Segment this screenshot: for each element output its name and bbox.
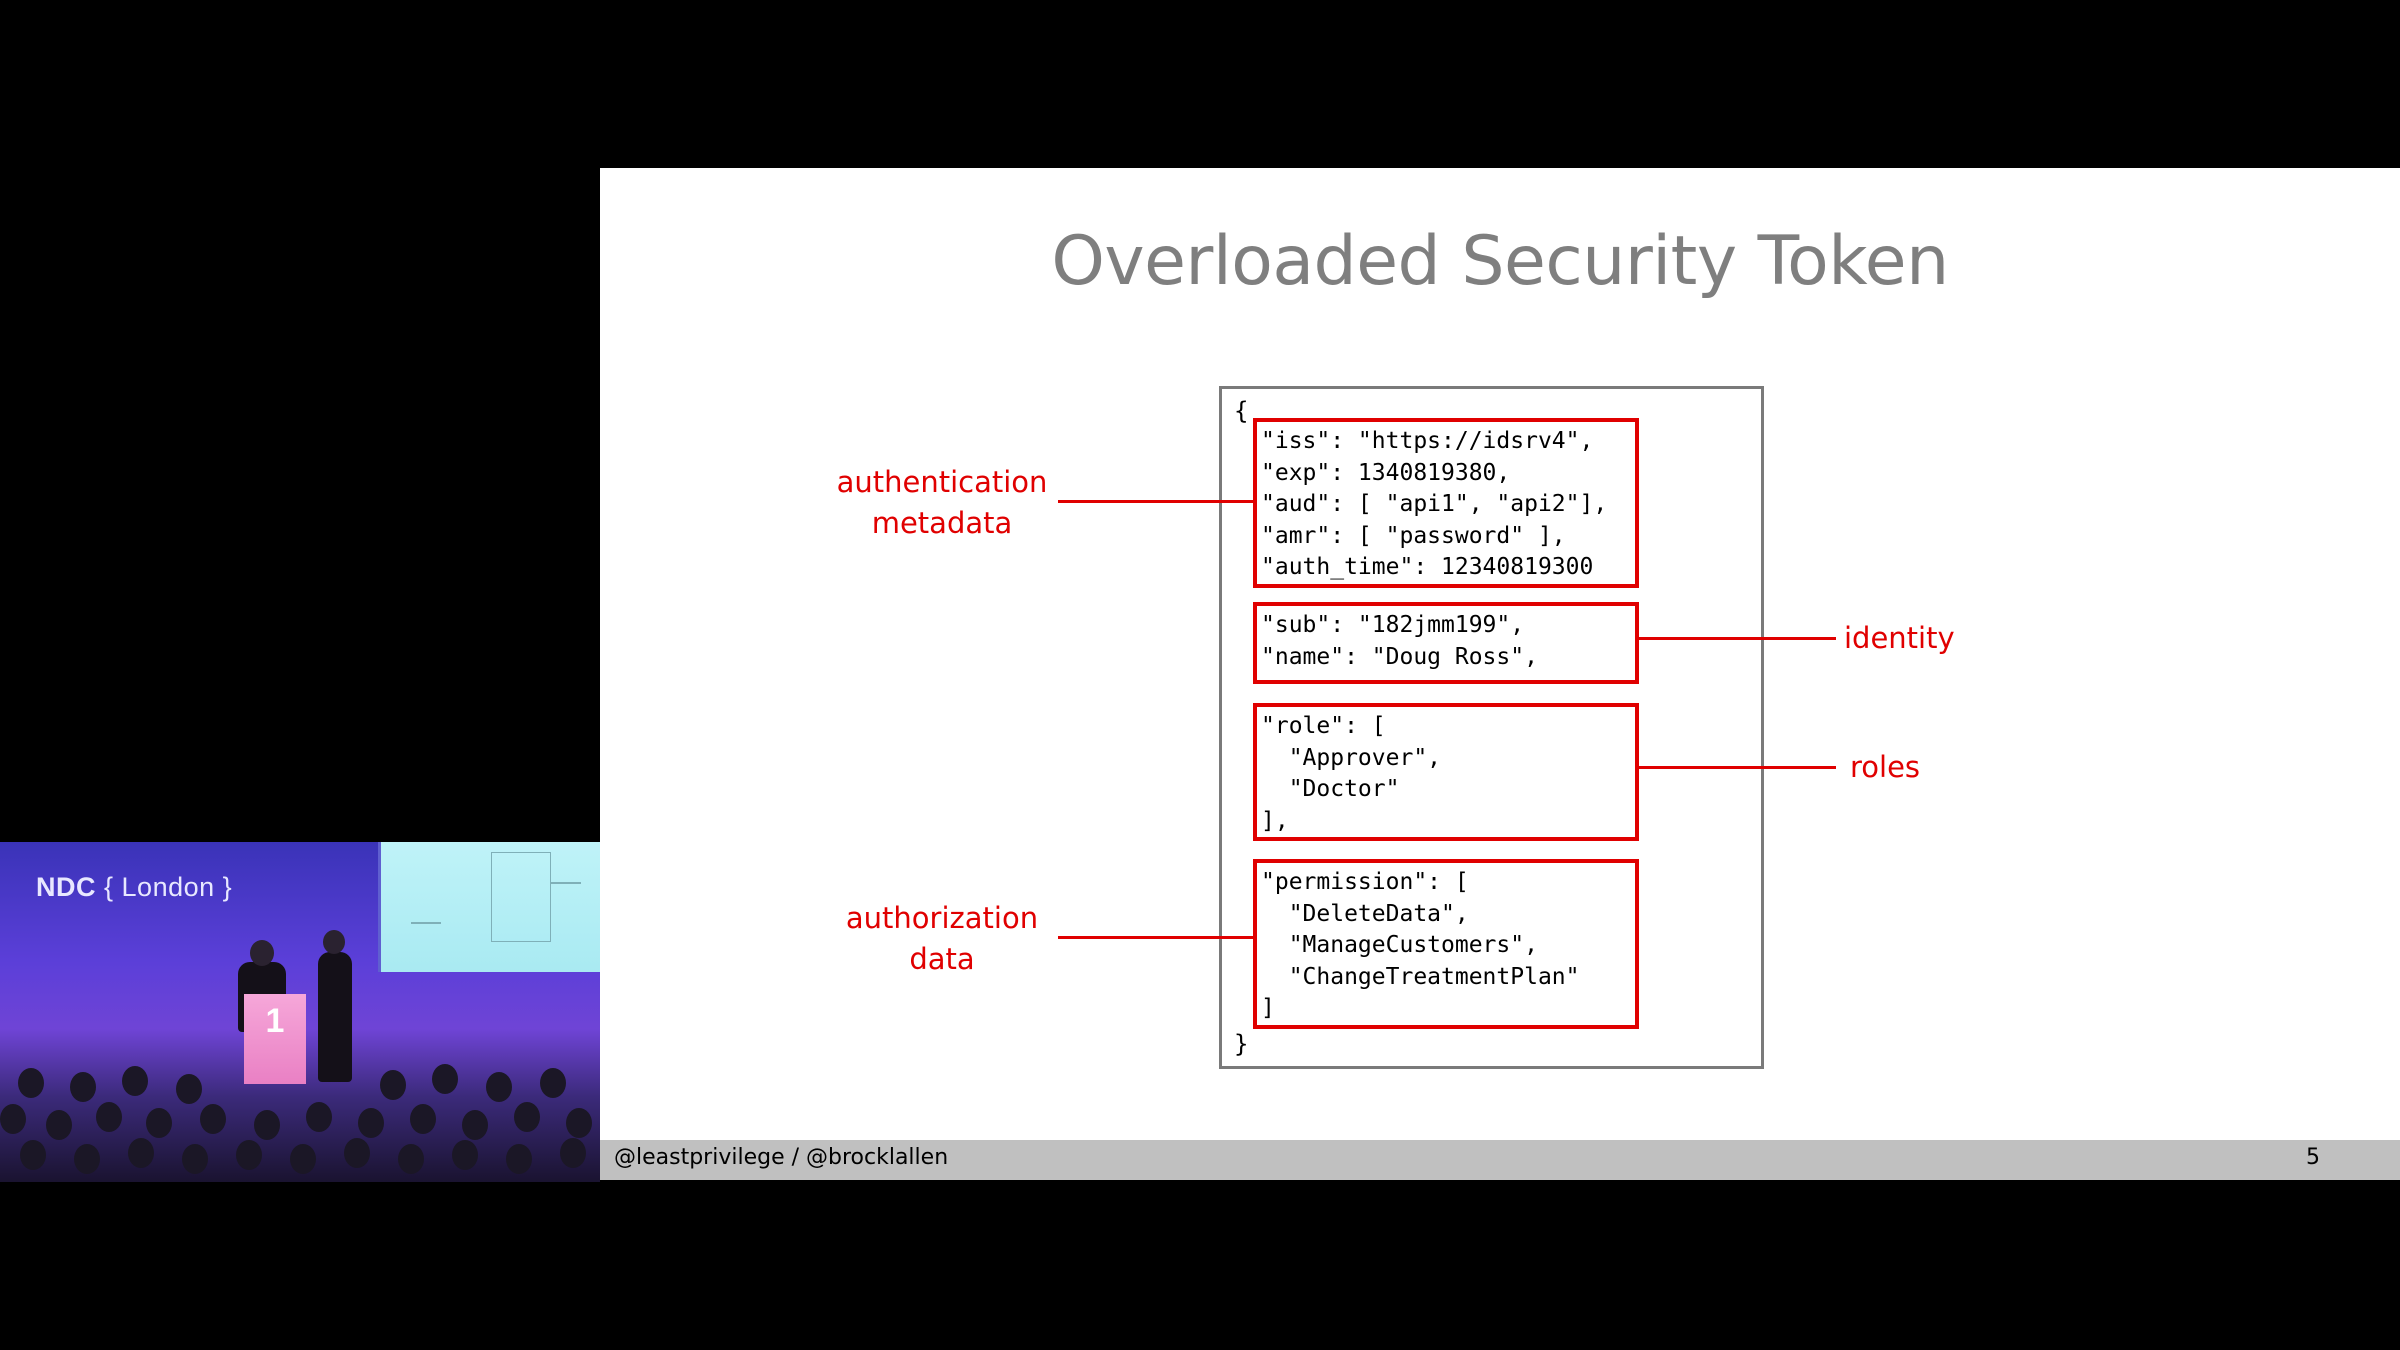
annotation-line: authentication bbox=[836, 465, 1048, 499]
authorization-group: "permission": [ "DeleteData", "ManageCus… bbox=[1253, 859, 1639, 1029]
code-line: "ChangeTreatmentPlan" bbox=[1261, 963, 1580, 990]
annotation-line: data bbox=[909, 942, 975, 976]
audience-head bbox=[290, 1144, 316, 1174]
audience-head bbox=[514, 1102, 540, 1132]
speaker-camera-inset: NDC { London } 1 bbox=[0, 842, 600, 1182]
audience-head bbox=[20, 1140, 46, 1170]
close-brace: } bbox=[1234, 1030, 1249, 1058]
roles-group: "role": [ "Approver", "Doctor" ], bbox=[1253, 703, 1639, 841]
connector-authentication-metadata bbox=[1058, 500, 1255, 503]
podium-number: 1 bbox=[265, 1002, 285, 1040]
code-line: "permission": [ bbox=[1261, 869, 1469, 895]
audience-head bbox=[560, 1138, 586, 1168]
annotation-authentication-metadata: authentication metadata bbox=[810, 462, 1074, 544]
code-line: "Approver", bbox=[1261, 744, 1442, 771]
code-line: "exp": 1340819380, bbox=[1261, 459, 1511, 486]
audience-head bbox=[398, 1144, 424, 1174]
code-line: ] bbox=[1261, 995, 1275, 1021]
connector-identity bbox=[1639, 637, 1836, 640]
audience-head bbox=[128, 1138, 154, 1168]
audience-head bbox=[182, 1144, 208, 1174]
mini-slide-line bbox=[411, 922, 441, 924]
audience-head bbox=[358, 1108, 384, 1138]
code-line: ], bbox=[1261, 807, 1289, 834]
annotation-authorization-data: authorization data bbox=[810, 898, 1074, 980]
stage-projection-screen bbox=[378, 842, 600, 972]
audience-head bbox=[46, 1110, 72, 1140]
annotation-line: metadata bbox=[871, 506, 1013, 540]
code-line: "amr": [ "password" ], bbox=[1261, 522, 1566, 549]
speaker-head bbox=[323, 930, 345, 954]
page-number: 5 bbox=[2306, 1145, 2320, 1170]
speaker-figure bbox=[318, 952, 352, 1082]
code-line: "name": "Doug Ross", bbox=[1261, 643, 1538, 670]
annotation-roles: roles bbox=[1850, 750, 1921, 784]
slide-title: Overloaded Security Token bbox=[1051, 222, 1949, 301]
audience-head bbox=[254, 1110, 280, 1140]
audience-head bbox=[122, 1066, 148, 1096]
annotation-identity: identity bbox=[1844, 621, 1955, 655]
audience-head bbox=[306, 1102, 332, 1132]
audience-head bbox=[70, 1072, 96, 1102]
slide-footer: @leastprivilege / @brocklallen 5 bbox=[600, 1140, 2400, 1180]
audience-head bbox=[0, 1104, 26, 1134]
footer-handles: @leastprivilege / @brocklallen bbox=[614, 1145, 949, 1170]
code-line: "iss": "https://idsrv4", bbox=[1261, 428, 1594, 454]
audience-head bbox=[18, 1068, 44, 1098]
audience-head bbox=[506, 1144, 532, 1174]
audience-head bbox=[176, 1074, 202, 1104]
audience-head bbox=[146, 1108, 172, 1138]
ndc-london-logo: NDC { London } bbox=[36, 872, 232, 903]
audience-head bbox=[410, 1104, 436, 1134]
connector-roles bbox=[1639, 766, 1836, 769]
podium: 1 bbox=[244, 994, 306, 1084]
audience-head bbox=[432, 1064, 458, 1094]
audience-head bbox=[96, 1102, 122, 1132]
audience-head bbox=[486, 1072, 512, 1102]
auth-metadata-group: "iss": "https://idsrv4", "exp": 13408193… bbox=[1253, 418, 1639, 588]
logo-bold: NDC bbox=[36, 872, 96, 902]
code-line: "ManageCustomers", bbox=[1261, 932, 1538, 958]
code-line: "aud": [ "api1", "api2"], bbox=[1261, 491, 1608, 517]
audience-head bbox=[74, 1144, 100, 1174]
annotation-line: authorization bbox=[845, 901, 1039, 935]
speaker-head bbox=[250, 940, 274, 966]
code-line: "DeleteData", bbox=[1261, 900, 1469, 927]
mini-slide-line bbox=[551, 882, 581, 884]
audience-head bbox=[344, 1138, 370, 1168]
code-line: "auth_time": 12340819300 bbox=[1261, 554, 1594, 580]
logo-rest: { London } bbox=[104, 872, 233, 902]
audience-head bbox=[540, 1068, 566, 1098]
connector-authorization-data bbox=[1058, 936, 1255, 939]
audience-head bbox=[236, 1140, 262, 1170]
audience-head bbox=[566, 1108, 592, 1138]
open-brace: { bbox=[1234, 397, 1249, 425]
audience-head bbox=[200, 1104, 226, 1134]
audience-head bbox=[452, 1140, 478, 1170]
code-line: "sub": "182jmm199", bbox=[1261, 612, 1525, 638]
audience-head bbox=[462, 1110, 488, 1140]
code-line: "Doctor" bbox=[1261, 776, 1400, 802]
identity-group: "sub": "182jmm199", "name": "Doug Ross", bbox=[1253, 602, 1639, 684]
code-line: "role": [ bbox=[1261, 713, 1386, 739]
audience-head bbox=[380, 1070, 406, 1100]
mini-slide-box bbox=[491, 852, 551, 942]
